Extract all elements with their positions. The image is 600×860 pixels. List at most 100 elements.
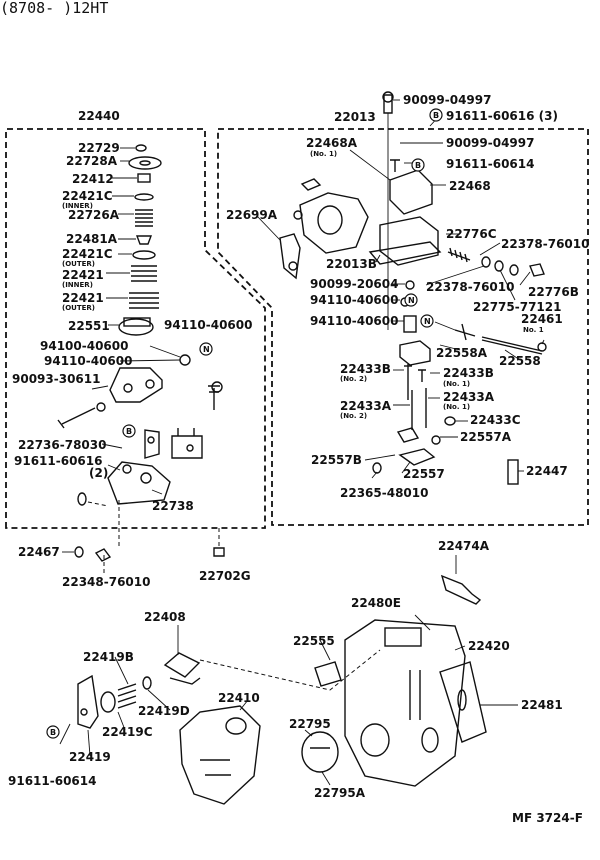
svg-text:B: B [415,161,421,170]
part-label: 90099-04997 [403,93,491,107]
part-label: 22555 [293,634,335,648]
svg-text:B: B [126,427,132,436]
part-label: 22378-76010 [501,237,589,251]
svg-text:B: B [50,728,56,737]
part-label: 22421C [62,189,113,203]
sub-label: (OUTER) [62,260,95,268]
part-label: 22378-76010 [426,280,514,294]
part-label: 91611-60614 [446,157,534,171]
part-label: 22348-76010 [62,575,150,589]
part-label: 22702G [199,569,251,583]
group-box-left [5,128,266,529]
left-stack-parts [57,144,223,506]
svg-text:N: N [424,317,431,326]
part-label: 22419C [102,725,153,739]
group-box-right [217,128,589,526]
part-label: 90099-20604 [310,277,398,291]
part-label: 22433A [340,399,392,413]
bolt-marker-3: B [122,424,136,438]
part-label: 22558 [499,354,541,368]
part-label: 94110-40600 [44,354,132,368]
part-label: 22410 [218,691,260,705]
part-label: 22474A [438,539,490,553]
part-label: 22775-77121 [473,300,561,314]
bolt-marker-4: B [46,725,60,739]
sub-label: (No. 2) [340,375,367,383]
part-label: 22481A [66,232,118,246]
sub-label: (No. 1) [443,403,470,411]
part-label: 91611-60616 (3) [446,109,558,123]
part-label: 22729 [78,141,120,155]
part-label: 22795 [289,717,331,731]
part-label: 22421 [62,268,104,282]
part-label: 22433C [470,413,521,427]
svg-text:N: N [203,345,210,354]
part-label: 22412 [72,172,114,186]
bottom-parts [59,500,518,805]
part-label: 22736-78030 [18,438,106,452]
part-label: 94100-40600 [40,339,128,353]
sub-label: (INNER) [62,202,93,210]
sub-labels: (No. 1) (INNER) (OUTER) (INNER) (OUTER) … [62,150,544,420]
header-text: (8708- )12HT [0,0,108,17]
part-label: 22557B [311,453,362,467]
bolt-marker-1: B [429,108,443,122]
part-label: 22726A [68,208,120,222]
part-label: 22421 [62,291,104,305]
part-label: 22433B [340,362,391,376]
sub-label: No. 1 [523,326,544,334]
part-label: 22481 [521,698,563,712]
part-label: 22728A [66,154,118,168]
part-label: 94110-40600 [164,318,252,332]
part-label: 22419 [69,750,111,764]
nut-marker-2: N [404,293,418,307]
sub-label: (INNER) [62,281,93,289]
part-label: 22557A [460,430,512,444]
part-label: 22419B [83,650,134,664]
part-label: 22433A [443,390,495,404]
part-label: 91611-60614 [8,774,96,788]
part-label: 22013B [326,257,377,271]
part-label: 22467 [18,545,60,559]
part-label: 22421C [62,247,113,261]
sub-label: (No. 2) [340,412,367,420]
part-label: 90093-30611 [12,372,100,386]
part-label: 22468A [306,136,358,150]
svg-text:B: B [433,111,439,120]
group-label-22013: 22013 [334,110,376,124]
part-label: 90099-04997 [446,136,534,150]
part-label: 22461 [521,312,563,326]
part-label: 22557 [403,467,445,481]
right-leaders [256,99,545,479]
part-label: 22419D [138,704,190,718]
part-label: 94110-40600 [310,314,398,328]
nut-marker-1: N [199,342,213,356]
part-label: 22365-48010 [340,486,428,500]
part-label: 22480E [351,596,401,610]
part-label: 94110-40600 [310,293,398,307]
part-labels: 90099-04997 91611-60616 (3) 22468A 90099… [8,93,589,825]
part-label: 22776C [446,227,497,241]
left-leaders [87,147,181,507]
sub-label: (No. 1) [443,380,470,388]
part-label: 22433B [443,366,494,380]
part-label: 22699A [226,208,278,222]
part-label: 22420 [468,639,510,653]
figure-code: MF 3724-F [512,811,583,825]
part-label: 22795A [314,786,366,800]
part-label: 22447 [526,464,568,478]
part-label: 22738 [152,499,194,513]
bolt-marker-2: B [411,158,425,172]
part-label: 91611-60616 [14,454,102,468]
nut-marker-3: N [420,314,434,328]
sub-label: (OUTER) [62,304,95,312]
svg-text:N: N [408,296,415,305]
part-label: 22468 [449,179,491,193]
part-label: 22558A [436,346,488,360]
part-label: (2) [89,466,108,480]
part-label: 22776B [528,285,579,299]
group-label-22440: 22440 [78,109,120,123]
part-label: 22408 [144,610,186,624]
